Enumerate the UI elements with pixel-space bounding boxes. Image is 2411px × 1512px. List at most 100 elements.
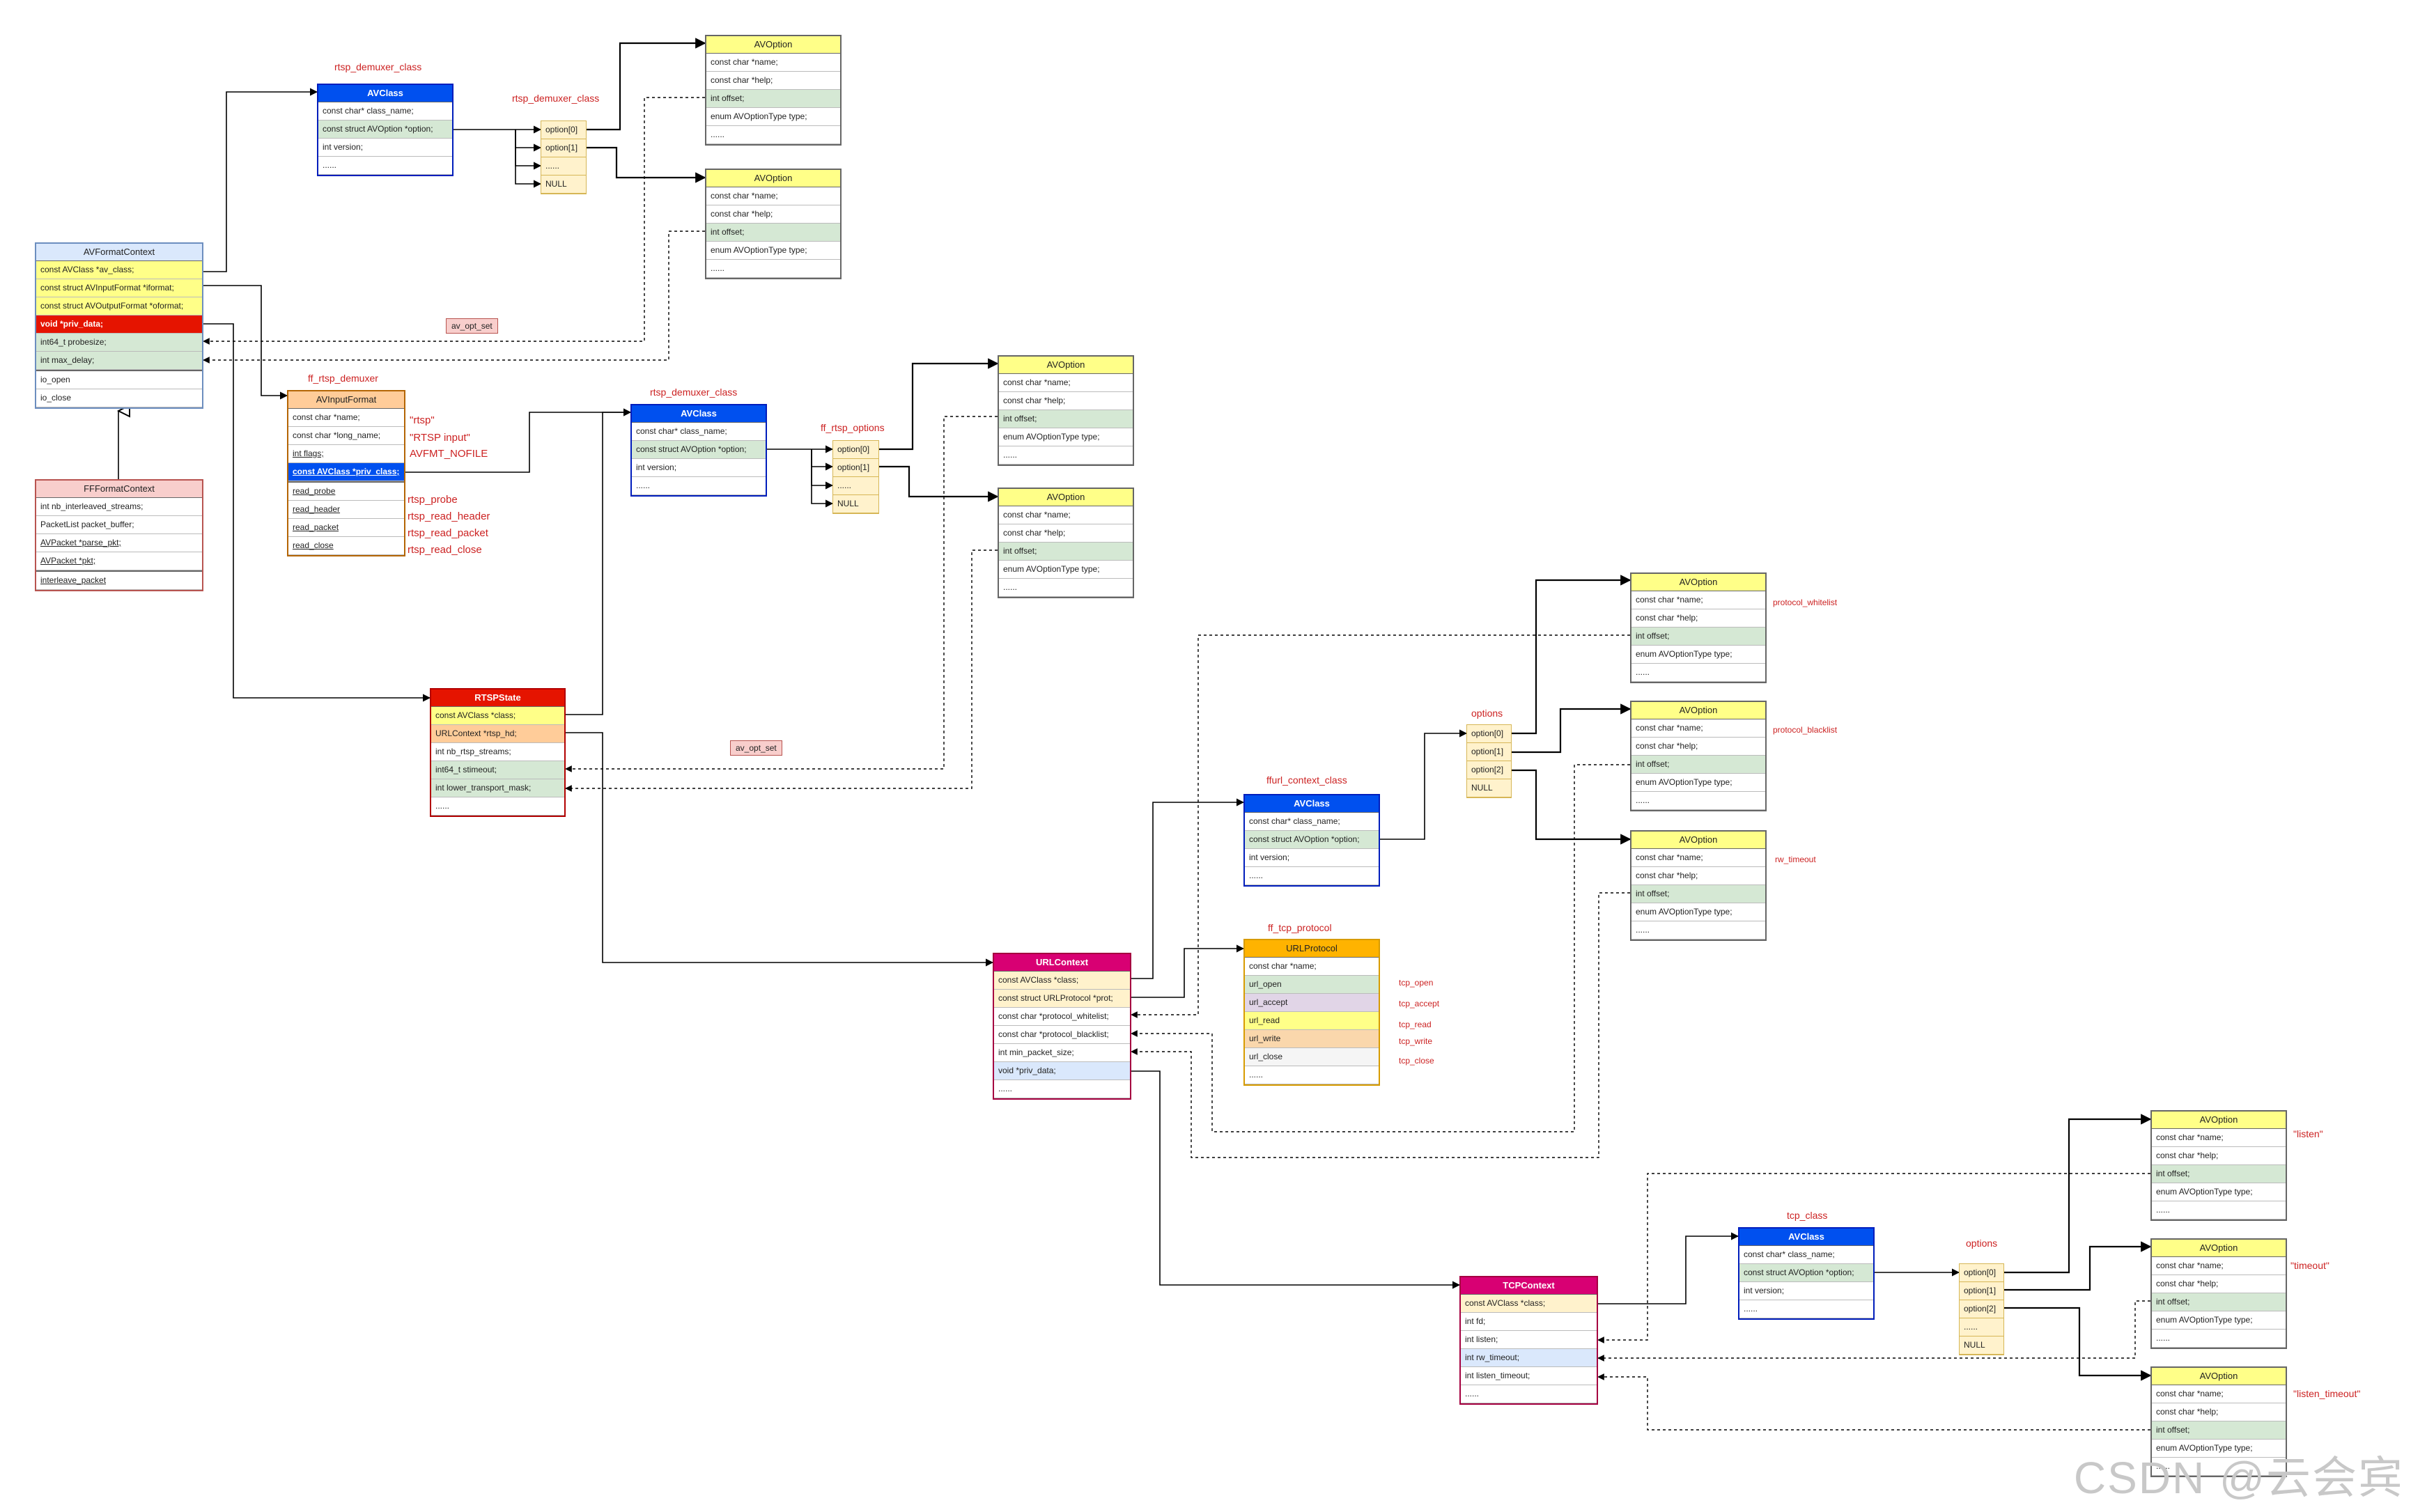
tag-av-opt-set-2: av_opt_set	[730, 740, 782, 756]
array-cell: option[1]	[1467, 743, 1511, 761]
field-row: url_read	[1245, 1012, 1379, 1030]
field-row: ......	[1631, 792, 1765, 810]
field-row: ......	[2152, 1330, 2286, 1348]
field-row: read_packet	[288, 519, 404, 537]
field-row: ......	[431, 797, 564, 816]
field-row: int version;	[318, 139, 452, 157]
label-rtsp-read-close: rtsp_read_close	[408, 544, 482, 556]
array-cell: option[0]	[1960, 1264, 2003, 1282]
field-row: io_close	[36, 389, 202, 407]
box-title: AVOption	[1631, 832, 1765, 849]
field-row: enum AVOptionType type;	[999, 428, 1133, 446]
box-title: AVOption	[2152, 1112, 2286, 1129]
field-row: ......	[1739, 1300, 1873, 1318]
field-row: int offset;	[2152, 1165, 2286, 1183]
field-row: const char *long_name;	[288, 427, 404, 445]
option-array-1: option[0]option[1]......NULL	[541, 120, 587, 194]
field-row: const char* class_name;	[1245, 813, 1379, 831]
field-row: read_probe	[288, 483, 404, 501]
field-row: const AVClass *class;	[1461, 1295, 1597, 1313]
field-row: ......	[994, 1080, 1130, 1098]
field-row: PacketList packet_buffer;	[36, 516, 202, 534]
label-protocol-blacklist: protocol_blacklist	[1773, 725, 1838, 735]
field-row: const char *help;	[1631, 867, 1765, 885]
box-title: AVOption	[706, 170, 840, 187]
field-row: const struct AVOption *option;	[318, 120, 452, 139]
array-cell: NULL	[1467, 779, 1511, 797]
field-row: enum AVOptionType type;	[1631, 903, 1765, 921]
field-row: enum AVOptionType type;	[1631, 646, 1765, 664]
label-tcp-open: tcp_open	[1399, 978, 1434, 988]
field-row: int offset;	[2152, 1421, 2286, 1440]
field-row: int max_delay;	[36, 352, 202, 370]
box-title: AVOption	[1631, 702, 1765, 719]
field-row: int flags;	[288, 445, 404, 463]
array-cell: NULL	[1960, 1336, 2003, 1355]
label-ff-rtsp-options: ff_rtsp_options	[821, 422, 885, 433]
field-row: ......	[2152, 1458, 2286, 1476]
watermark: CSDN @云会宾	[2073, 1453, 2404, 1503]
box-title: AVOption	[2152, 1240, 2286, 1257]
field-row: const char* class_name;	[318, 102, 452, 120]
field-row: const char *name;	[2152, 1129, 2286, 1147]
field-row: int64_t probesize;	[36, 334, 202, 352]
field-row: const char *name;	[706, 187, 840, 205]
label-listen: "listen"	[2293, 1128, 2323, 1139]
field-row: const char *name;	[288, 409, 404, 427]
box-title: URLContext	[994, 954, 1130, 972]
field-row: const char *help;	[999, 392, 1133, 410]
field-row: int rw_timeout;	[1461, 1349, 1597, 1367]
field-row: const char *name;	[1631, 591, 1765, 609]
field-row: ......	[999, 446, 1133, 465]
field-row: url_accept	[1245, 994, 1379, 1012]
field-row: const char* class_name;	[632, 423, 766, 441]
field-row: read_close	[288, 537, 404, 555]
field-row: const char *name;	[1245, 958, 1379, 976]
field-row: url_write	[1245, 1030, 1379, 1048]
field-row: ......	[1461, 1385, 1597, 1403]
field-row: const char *help;	[706, 205, 840, 224]
field-row: int offset;	[1631, 628, 1765, 646]
label-rtsp-demuxer-class-b: rtsp_demuxer_class	[512, 93, 600, 104]
option-array-3: option[0]option[1]option[2]NULL	[1466, 724, 1512, 798]
divider	[36, 370, 202, 371]
option-array-2: option[0]option[1]......NULL	[832, 440, 879, 514]
field-row: const char *name;	[2152, 1257, 2286, 1275]
array-cell: option[1]	[1960, 1282, 2003, 1300]
field-row: void *priv_data;	[994, 1062, 1130, 1080]
field-row: read_header	[288, 501, 404, 519]
field-row: enum AVOptionType type;	[706, 108, 840, 126]
label-ffurl-context-class: ffurl_context_class	[1266, 774, 1347, 786]
field-row: const AVClass *class;	[431, 707, 564, 725]
field-row: ......	[1245, 867, 1379, 885]
array-cell: ......	[833, 477, 878, 495]
label-ff-tcp-protocol: ff_tcp_protocol	[1268, 922, 1332, 933]
box-title: AVInputFormat	[288, 391, 404, 409]
label-timeout: "timeout"	[2290, 1260, 2329, 1271]
field-row: enum AVOptionType type;	[2152, 1311, 2286, 1330]
array-cell: option[0]	[833, 441, 878, 459]
field-row: const struct AVOption *option;	[1739, 1264, 1873, 1282]
field-row: ......	[706, 126, 840, 144]
field-row: const AVClass *priv_class;	[288, 463, 404, 481]
label-rw-timeout: rw_timeout	[1775, 855, 1816, 864]
field-row: int nb_rtsp_streams;	[431, 743, 564, 761]
field-row: ......	[1631, 664, 1765, 682]
field-row: const char *help;	[2152, 1147, 2286, 1165]
field-row: int offset;	[1631, 756, 1765, 774]
tag-av-opt-set-1: av_opt_set	[446, 318, 498, 334]
label-tcp-class: tcp_class	[1787, 1210, 1828, 1221]
field-row: ......	[706, 260, 840, 278]
field-row: const char *help;	[1631, 609, 1765, 628]
field-row: int offset;	[706, 224, 840, 242]
field-row: ......	[1631, 921, 1765, 940]
